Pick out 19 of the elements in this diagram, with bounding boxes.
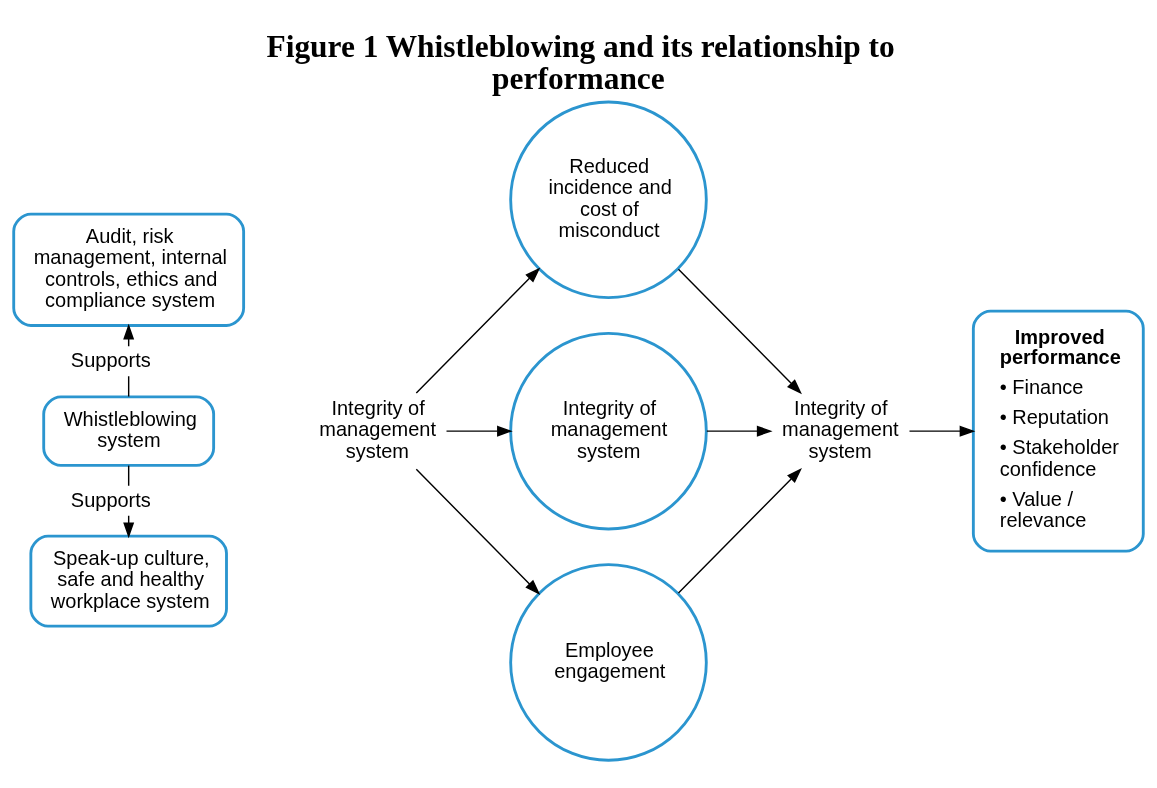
node-text: Integrity of management system (781, 396, 899, 462)
node-box: Whistleblowing system (42, 395, 216, 467)
arrow (706, 425, 773, 437)
arrow (677, 468, 802, 594)
node-box: Improved performance • Finance • Reputation • Stakeholder confidence • Value / relevance (971, 309, 1145, 553)
node-box: Audit, risk management, internal controls, ethics and compliance system (12, 212, 246, 327)
arrow (908, 425, 976, 437)
node-text: Integrity of management system (319, 396, 436, 462)
node-circle: Integrity of management system (509, 331, 708, 531)
node-circle: Reduced incidence and cost of misconduct (509, 100, 708, 300)
diagram-title: Figure 1 Whistleblowing and its relationship to performance (266, 29, 895, 96)
arrow (415, 267, 541, 394)
node-circle: Employee engagement (509, 563, 708, 762)
node-box: Speak-up culture, safe and healthy workplace system (29, 534, 228, 628)
arrow (677, 268, 802, 395)
arrow (445, 425, 513, 437)
edge-label: Supports (70, 488, 151, 511)
edge-label: Supports (70, 349, 151, 372)
arrow (415, 468, 541, 595)
